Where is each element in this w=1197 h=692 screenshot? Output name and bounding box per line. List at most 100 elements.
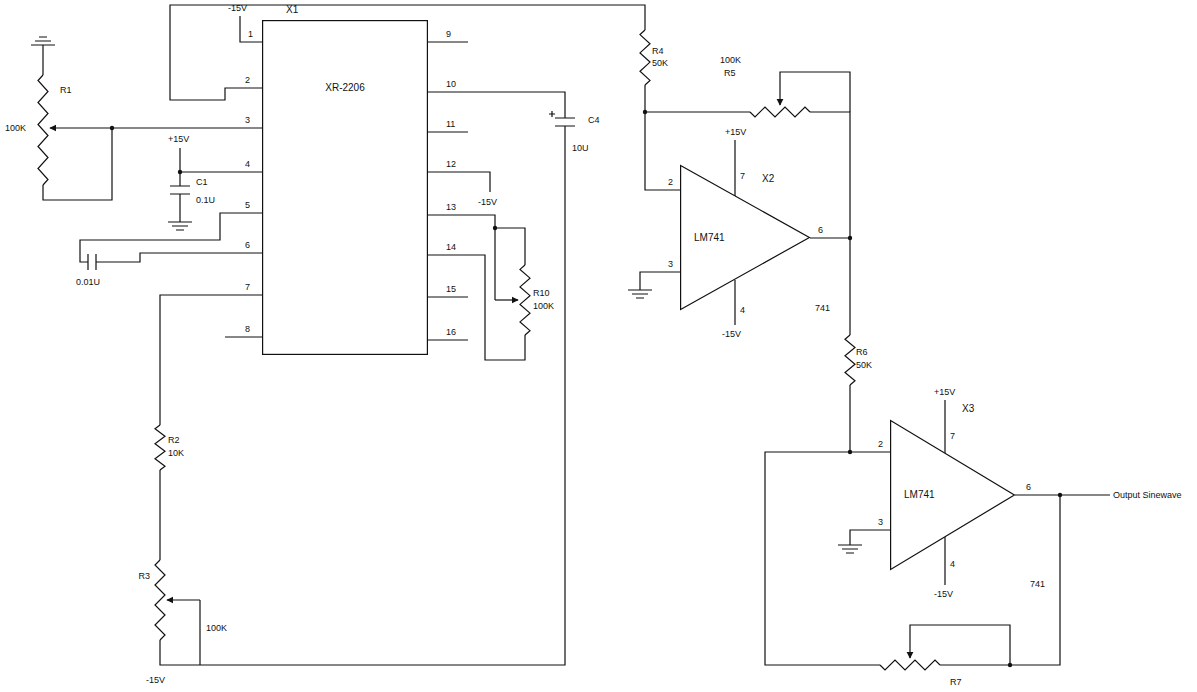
opamp-body [681, 166, 810, 310]
junction-dot [1058, 493, 1062, 497]
pin-number: 2 [245, 75, 250, 85]
capacitor-symbol [170, 186, 190, 194]
component-label: 10K [168, 448, 184, 458]
component-label: -15V [228, 3, 247, 13]
component-label: R6 [856, 347, 868, 357]
component-label: 4 [740, 305, 745, 315]
junction-dot [1008, 663, 1012, 667]
wire [43, 128, 262, 200]
component-label: R2 [168, 435, 180, 445]
opamp-body [891, 421, 1015, 570]
junction-dot [848, 450, 852, 454]
wire [1015, 494, 1110, 495]
component-label: 7 [740, 171, 745, 181]
pin-number: 5 [245, 200, 250, 210]
component-label: -15V [146, 675, 165, 685]
wire [640, 272, 680, 290]
wire [96, 253, 262, 262]
resistor-symbol [155, 425, 165, 470]
wire [428, 92, 565, 118]
component-label: 100K [720, 55, 741, 65]
component-label: 100K [5, 123, 26, 133]
component-label: 6 [1026, 482, 1031, 492]
wiper-arrow [167, 599, 200, 600]
pin-number: 4 [245, 159, 250, 169]
pin-number: 7 [245, 282, 250, 292]
ic-body [263, 21, 428, 355]
wire [910, 625, 1010, 665]
junction-dot [493, 226, 497, 230]
part-number: XR-2206 [325, 82, 364, 93]
wire [240, 16, 262, 42]
capacitor-symbol [549, 111, 575, 126]
part-number: LM741 [694, 232, 725, 243]
pin-number: 8 [245, 324, 250, 334]
component-label: +15V [725, 127, 746, 137]
part-designator: X2 [762, 173, 774, 184]
junction-dot [848, 236, 852, 240]
wire [850, 530, 890, 545]
component-label: 3 [668, 259, 673, 269]
junction-dot [110, 126, 114, 130]
component-label: 3 [878, 517, 883, 527]
pin-number: 6 [245, 240, 250, 250]
opamp-triangle: X2LM741 [680, 165, 810, 310]
ic-chip: X1XR-2206 [262, 20, 428, 355]
component-label: R7 [950, 677, 962, 687]
resistor-symbol [845, 335, 855, 385]
pin-number: 14 [446, 242, 456, 252]
component-label: 10U [572, 143, 589, 153]
pin-number: 12 [446, 159, 456, 169]
wire [42, 45, 43, 75]
component-label: 100K [206, 623, 227, 633]
component-label: 50K [652, 58, 668, 68]
wire [199, 600, 200, 665]
ground-symbol [838, 545, 862, 553]
pin-number: 9 [446, 29, 451, 39]
pin-number: 15 [446, 284, 456, 294]
component-label: R3 [138, 571, 150, 581]
wire [645, 85, 680, 190]
wire [780, 72, 850, 112]
component-label: 7 [950, 431, 955, 441]
component-label: -15V [934, 589, 953, 599]
part-number: LM741 [904, 489, 935, 500]
opamp-triangle: X3LM741 [890, 420, 1015, 570]
pin-number: 1 [248, 29, 253, 39]
component-label: Output Sinewave [1113, 490, 1182, 500]
component-label: +15V [168, 134, 189, 144]
component-label: 741 [1030, 579, 1045, 589]
part-designator: X1 [286, 4, 298, 15]
wiper-arrow [779, 95, 780, 105]
resistor-symbol [155, 560, 165, 640]
junction-dot [643, 110, 647, 114]
component-label: 50K [856, 360, 872, 370]
component-label: C1 [196, 177, 208, 187]
pin-number: 13 [446, 202, 456, 212]
component-label: 2 [878, 439, 883, 449]
component-label: 741 [815, 303, 830, 313]
ground-symbol [31, 37, 55, 45]
component-label: 6 [818, 225, 823, 235]
wire [80, 213, 262, 262]
wiper-arrow [50, 127, 112, 128]
component-label: 100K [533, 301, 554, 311]
component-label: +15V [934, 387, 955, 397]
pin-number: 10 [446, 79, 456, 89]
wire [850, 238, 890, 452]
component-label: C4 [588, 115, 600, 125]
node-outline [262, 20, 428, 355]
component-label: R4 [652, 46, 664, 56]
resistor-symbol [880, 660, 940, 670]
component-label: 0.1U [196, 195, 215, 205]
part-designator: X3 [962, 403, 974, 414]
junction-dot [178, 170, 182, 174]
resistor-symbol [640, 30, 650, 85]
component-label: R5 [724, 68, 736, 78]
pin-number: 11 [446, 119, 455, 129]
component-label: -15V [478, 197, 497, 207]
wire [428, 255, 525, 360]
component-label: R1 [60, 85, 72, 95]
wiper-arrow [909, 648, 910, 658]
